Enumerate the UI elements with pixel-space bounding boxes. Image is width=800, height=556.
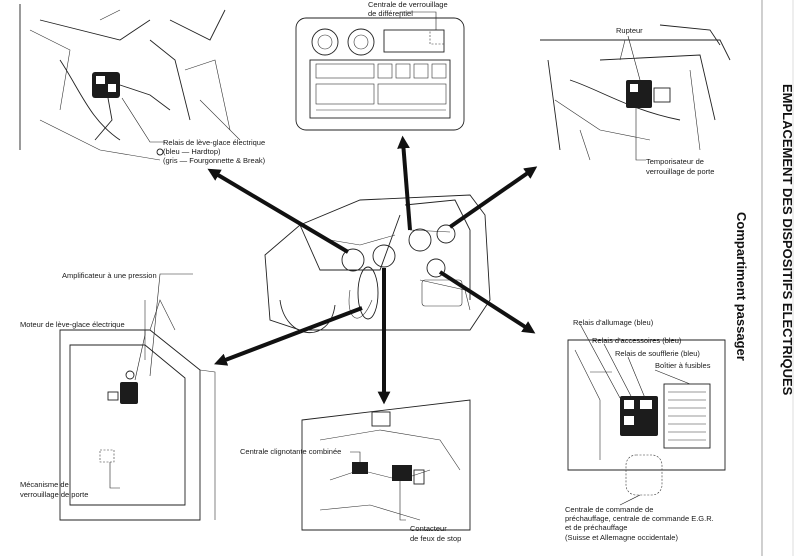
- label-clignotante: Centrale clignotante combinée: [240, 447, 341, 456]
- label-window-relay-1: Relais de lève-glace électrique: [163, 138, 265, 147]
- label-centrale-commande-2: préchauffage, centrale de commande E.G.R…: [565, 514, 714, 523]
- zone-circle-window-relay: [341, 248, 365, 272]
- zone-circle-flasher: [372, 244, 396, 268]
- label-window-relay-3: (gris — Fourgonnette & Break): [163, 156, 266, 165]
- flasher-unit: [352, 462, 368, 474]
- label-relais-accessoires: Relais d'accessoires (bleu): [592, 336, 682, 345]
- arrow-to-window-relay: [207, 168, 350, 254]
- arrows: [207, 135, 538, 405]
- label-amplificateur: Amplificateur à une pression: [62, 271, 157, 280]
- side-title: EMPLACEMENT DES DISPOSITIFS ELECTRIQUES …: [734, 0, 795, 556]
- arrow-to-door: [214, 306, 363, 366]
- label-mecanisme-2: verrouillage de porte: [20, 490, 88, 499]
- label-temporisateur-2: verrouillage de porte: [646, 167, 714, 176]
- fuse-grid: [668, 391, 706, 441]
- arrow-to-fusebox: [438, 270, 536, 334]
- stop-switch: [392, 465, 412, 481]
- zone-circle-breaker: [436, 224, 456, 244]
- page-title: EMPLACEMENT DES DISPOSITIFS ELECTRIQUES: [780, 84, 795, 396]
- label-centrale-diff-1: Centrale de verrouillage: [368, 0, 448, 9]
- window-motor: [120, 382, 138, 404]
- panel-door: Amplificateur à une pression Moteur de l…: [20, 271, 216, 521]
- label-centrale-diff-2: de différentiel: [368, 9, 413, 18]
- vehicle-center: [264, 194, 491, 333]
- zone-circle-fusebox: [426, 258, 446, 278]
- label-relais-soufflerie: Relais de soufflerie (bleu): [615, 349, 700, 358]
- label-moteur-leve: Moteur de lève-glace électrique: [20, 320, 125, 329]
- arrow-to-differential: [397, 135, 412, 231]
- label-centrale-commande-4: (Suisse et Allemagne occidentale): [565, 533, 678, 542]
- panel-fusebox: Relais d'allumage (bleu) Relais d'access…: [565, 318, 726, 542]
- label-centrale-commande-1: Centrale de commande de: [565, 505, 653, 514]
- label-contacteur-2: de feux de stop: [410, 534, 461, 543]
- label-window-relay-2: (bleu — Hardtop): [163, 147, 221, 156]
- breaker-unit: [626, 80, 652, 108]
- label-rupteur: Rupteur: [616, 26, 643, 35]
- panel-flasher: Centrale clignotante combinée Contacteur…: [240, 399, 471, 543]
- page-subtitle: Compartiment passager: [734, 212, 749, 361]
- label-relais-allumage: Relais d'allumage (bleu): [573, 318, 654, 327]
- label-centrale-commande-3: et de préchauffage: [565, 523, 627, 532]
- panel-differential-lock: Centrale de verrouillage de différentiel: [295, 0, 465, 131]
- arrow-to-breaker: [448, 166, 538, 229]
- zone-circle-door: [357, 266, 379, 320]
- zone-circle-differential: [408, 228, 432, 252]
- label-temporisateur-1: Temporisateur de: [646, 157, 704, 166]
- label-boitier-fusibles: Boîtier à fusibles: [655, 361, 711, 370]
- panel-breaker: Rupteur Temporisateur de verrouillage de…: [540, 24, 731, 176]
- label-mecanisme-1: Mécanisme de: [20, 480, 69, 489]
- label-contacteur-1: Contacteur: [410, 524, 447, 533]
- panel-window-relay: Relais de lève-glace électrique (bleu — …: [19, 4, 266, 165]
